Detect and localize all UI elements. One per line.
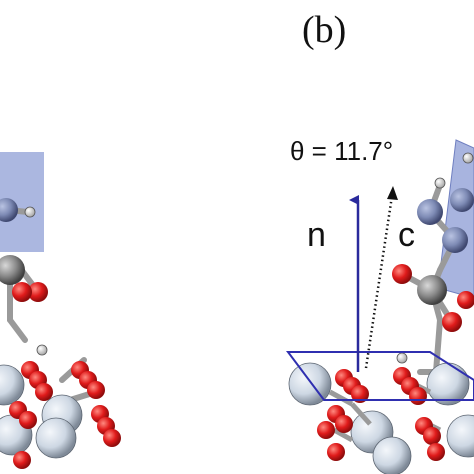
panel-a-oxygen-atom: [12, 282, 32, 302]
panel-a-hydrogen-atom: [36, 344, 48, 356]
oxygen-atom: [457, 291, 474, 309]
hydrogen-atom: [396, 352, 408, 364]
surface-atom: [446, 414, 474, 458]
oxygen-atom: [392, 264, 412, 284]
oxygen-atom: [335, 415, 353, 433]
ring-atom: [450, 188, 474, 212]
oxygen-atom: [427, 443, 445, 461]
panel-a-oxygen-atom: [103, 429, 121, 447]
ring-atom: [442, 227, 468, 253]
surface-plane: [286, 351, 474, 401]
panel-a-structure: [0, 152, 121, 469]
panel-a-oxygen-atom: [13, 451, 31, 469]
angle-label: θ = 11.7°: [290, 136, 393, 166]
panel-a-surface-atom: [35, 417, 77, 459]
normal-vector-label: n: [307, 216, 326, 254]
panel-a-surface-atom: [0, 364, 25, 406]
panel-a-ring-atom: [0, 198, 18, 222]
panel-a-hydrogen-atom: [24, 206, 36, 218]
surface-slab: [288, 362, 474, 474]
carbon-atom: [417, 275, 447, 305]
panel-a-oxygen-atom: [87, 381, 105, 399]
hydrogen-atom: [462, 152, 474, 164]
panel-a-carbon-atom: [0, 255, 25, 285]
panel-a-oxygen-atom: [35, 383, 53, 401]
oxygen-atom: [442, 312, 462, 332]
oxygen-atom: [409, 387, 427, 405]
oxygen-atom: [351, 385, 369, 403]
surface-atom: [288, 362, 332, 406]
molecular-axis-line: [364, 195, 394, 369]
surface-atom: [372, 436, 412, 474]
panel-a-oxygen-atom: [28, 282, 48, 302]
ring-plane: [437, 139, 474, 299]
molecular-axis-label: c: [398, 216, 415, 254]
panel-b-structure: [286, 139, 474, 474]
oxygen-atom: [423, 427, 441, 445]
surface-atom: [426, 362, 470, 406]
panel-a-surface-slab: [0, 361, 121, 469]
hydrogen-atom: [434, 177, 446, 189]
panel-a-oxygen-atom: [19, 411, 37, 429]
ring-atom: [417, 199, 443, 225]
oxygen-atom: [317, 421, 335, 439]
oxygen-atom: [327, 443, 345, 461]
molecular-axis-arrowhead: [387, 186, 398, 200]
panel-label: (b): [302, 9, 346, 51]
